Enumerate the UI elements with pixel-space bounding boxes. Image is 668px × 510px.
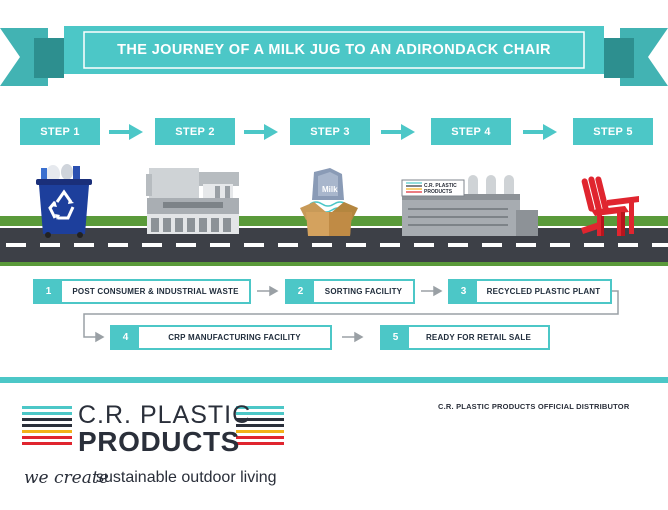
legend-label-3: RECYCLED PLASTIC PLANT xyxy=(486,287,601,296)
step-5-tab: STEP 5 xyxy=(573,118,653,145)
adirondack-chair xyxy=(581,176,639,236)
lane-markings xyxy=(6,243,668,247)
legend-item-5: 5 READY FOR RETAIL SALE xyxy=(380,325,550,350)
section-divider xyxy=(0,377,668,383)
tagline-script: we create xyxy=(24,468,109,488)
logo-stripes-left xyxy=(22,406,72,445)
legend-label-2: SORTING FACILITY xyxy=(324,287,403,296)
plant-sign-line1: C.R. PLASTIC xyxy=(424,183,457,189)
legend-num-4: 4 xyxy=(112,327,139,348)
brand-logo-stripes xyxy=(22,406,284,445)
legend-item-3: 3 RECYCLED PLASTIC PLANT xyxy=(448,279,612,304)
box-of-milk-jugs: Milk xyxy=(300,168,358,236)
legend-label-1: POST CONSUMER & INDUSTRIAL WASTE xyxy=(72,287,239,296)
distributor-note: C.R. PLASTIC PRODUCTS OFFICIAL DISTRIBUT… xyxy=(438,402,630,411)
plant-sign-line2: PRODUCTS xyxy=(424,189,453,195)
page-title: THE JOURNEY OF A MILK JUG TO AN ADIRONDA… xyxy=(117,42,551,58)
recycled-plastic-plant: C.R. PLASTIC PRODUCTS xyxy=(401,175,538,236)
legend-num-1: 1 xyxy=(35,281,62,302)
box-label: Milk xyxy=(322,185,338,194)
step-1-tab: STEP 1 xyxy=(20,118,100,145)
legend-connectors xyxy=(83,285,619,343)
legend-item-2: 2 SORTING FACILITY xyxy=(285,279,415,304)
recycling-bin xyxy=(36,164,92,238)
logo-stripes-right xyxy=(236,406,284,445)
banner-left-fold xyxy=(34,38,64,78)
sorting-facility xyxy=(146,168,239,234)
brand-name-line2: PRODUCTS xyxy=(78,426,240,457)
title-banner xyxy=(0,26,668,86)
arrow-right-icon xyxy=(523,124,557,140)
legend-num-3: 3 xyxy=(450,281,477,302)
arrow-right-icon xyxy=(244,124,278,140)
banner-body xyxy=(64,26,604,74)
step-2-tab: STEP 2 xyxy=(155,118,235,145)
arrow-right-icon xyxy=(109,124,143,140)
legend-label-4: CRP MANUFACTURING FACILITY xyxy=(168,333,301,342)
step-4-tab: STEP 4 xyxy=(431,118,511,145)
legend-label-5: READY FOR RETAIL SALE xyxy=(425,333,532,342)
banner-inner-border xyxy=(83,31,585,69)
step-3-tab: STEP 3 xyxy=(290,118,370,145)
tagline-text: sustainable outdoor living xyxy=(96,469,277,486)
legend-item-4: 4 CRP MANUFACTURING FACILITY xyxy=(110,325,332,350)
brand-name-line1: C.R. PLASTIC xyxy=(78,401,252,429)
legend-num-5: 5 xyxy=(382,327,409,348)
banner-right-fold xyxy=(604,38,634,78)
legend-item-1: 1 POST CONSUMER & INDUSTRIAL WASTE xyxy=(33,279,251,304)
legend-num-2: 2 xyxy=(287,281,314,302)
arrow-right-icon xyxy=(381,124,415,140)
